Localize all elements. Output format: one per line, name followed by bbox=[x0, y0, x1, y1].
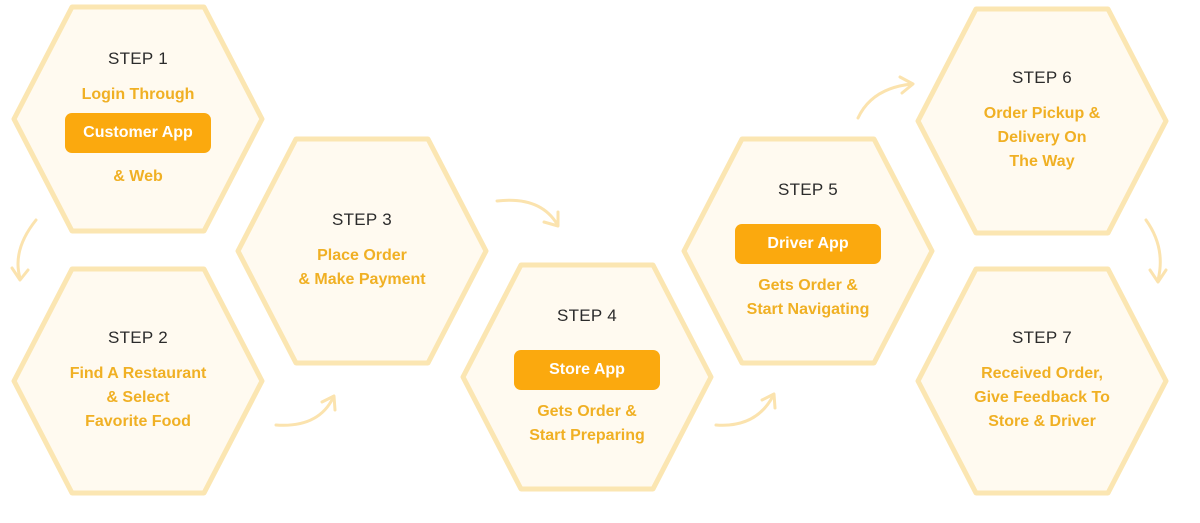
arrow-step2-to-step3-icon bbox=[274, 394, 337, 427]
step-2-label: STEP 2 bbox=[107, 328, 169, 347]
arrow-step3-to-step4-icon bbox=[495, 198, 560, 228]
step-5-label: STEP 5 bbox=[777, 180, 839, 199]
store-app-badge: Store App bbox=[514, 350, 660, 390]
step-2-line-2: & Select bbox=[106, 389, 170, 406]
step-7-label: STEP 7 bbox=[1011, 328, 1073, 347]
step-6-label: STEP 6 bbox=[1011, 68, 1073, 87]
step-1-hexagon: STEP 1 Login Through Customer App & Web bbox=[10, 3, 266, 235]
step-5-hexagon: STEP 5 Driver App Gets Order & Start Nav… bbox=[680, 135, 936, 367]
hexagon-shape bbox=[235, 136, 489, 366]
step-2-hexagon: STEP 2 Find A Restaurant & Select Favori… bbox=[10, 265, 266, 497]
step-4-line-2: Start Preparing bbox=[529, 427, 645, 444]
step-7-line-3: Store & Driver bbox=[988, 413, 1096, 430]
step-5-line-1: Gets Order & bbox=[758, 277, 858, 294]
step-1-text-after: & Web bbox=[113, 168, 163, 185]
step-6-line-2: Delivery On bbox=[997, 129, 1087, 146]
hexagon-shape bbox=[11, 266, 265, 496]
step-4-label: STEP 4 bbox=[556, 306, 618, 325]
step-1-text-before: Login Through bbox=[81, 86, 195, 103]
step-5-line-2: Start Navigating bbox=[746, 301, 870, 318]
step-3-hexagon: STEP 3 Place Order & Make Payment bbox=[234, 135, 490, 367]
step-6-hexagon: STEP 6 Order Pickup & Delivery On The Wa… bbox=[914, 5, 1170, 237]
step-3-label: STEP 3 bbox=[331, 210, 393, 229]
arrow-step4-to-step5-icon bbox=[714, 392, 777, 427]
step-3-line-1: Place Order bbox=[317, 247, 407, 264]
arrow-step5-to-step6-icon bbox=[856, 75, 915, 120]
step-4-hexagon: STEP 4 Store App Gets Order & Start Prep… bbox=[459, 261, 715, 493]
step-1-label: STEP 1 bbox=[107, 49, 169, 68]
step-2-line-3: Favorite Food bbox=[85, 413, 191, 430]
step-6-line-1: Order Pickup & bbox=[983, 105, 1101, 122]
customer-app-badge: Customer App bbox=[65, 113, 211, 153]
step-7-line-2: Give Feedback To bbox=[974, 389, 1110, 406]
step-3-line-2: & Make Payment bbox=[298, 271, 426, 288]
hexagon-shape bbox=[915, 6, 1169, 236]
step-2-line-1: Find A Restaurant bbox=[69, 365, 207, 382]
step-6-line-3: The Way bbox=[1009, 153, 1075, 170]
step-7-line-1: Received Order, bbox=[981, 365, 1103, 382]
step-7-hexagon: STEP 7 Received Order, Give Feedback To … bbox=[914, 265, 1170, 497]
driver-app-badge: Driver App bbox=[735, 224, 881, 264]
hexagon-shape bbox=[915, 266, 1169, 496]
step-4-line-1: Gets Order & bbox=[537, 403, 637, 420]
